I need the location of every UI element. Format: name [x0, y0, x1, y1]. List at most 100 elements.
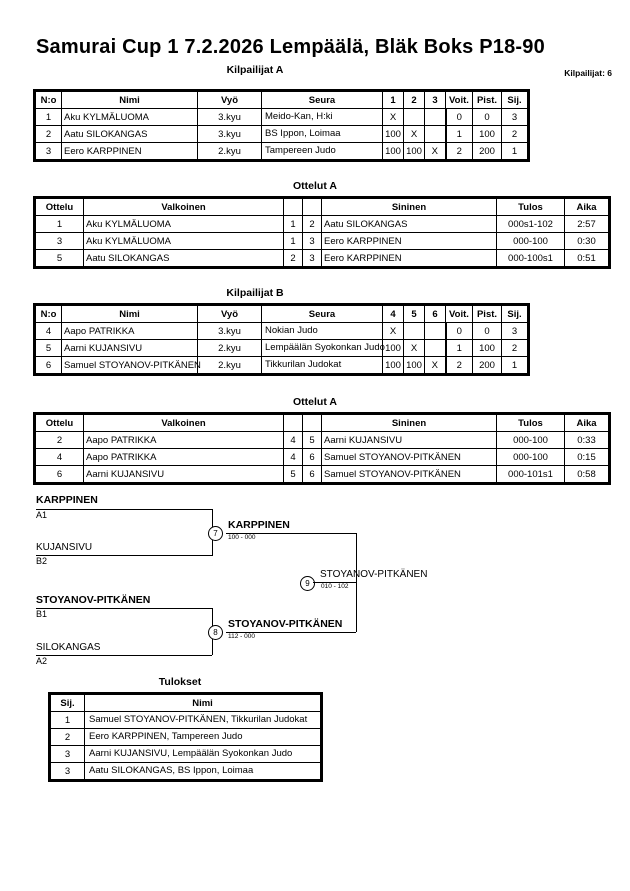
cell-white: Aapo PATRIKKA [83, 448, 284, 466]
col-header-m2: 2 [403, 91, 425, 109]
table-row: 6 Aarni KUJANSIVU 5 6 Samuel STOYANOV-PI… [35, 465, 609, 483]
cell-sij: 3 [50, 762, 85, 780]
cell-aika: 0:33 [564, 431, 609, 449]
cell-white: Aapo PATRIKKA [83, 431, 284, 449]
col-header-sininen: Sininen [321, 198, 497, 216]
col-header-no: N:o [35, 91, 62, 109]
bracket-entry-name-2: KUJANSIVU [36, 542, 93, 553]
cell-vyo: 2.kyu [197, 339, 262, 357]
cell-pist: 200 [472, 356, 502, 374]
col-header-seura: Seura [261, 305, 383, 323]
bracket-connector-match-9 [356, 533, 357, 632]
col-header-ottelu: Ottelu [35, 198, 84, 216]
pool-a-table: N:o Nimi Vyö Seura 1 2 3 Voit. Pist. Sij… [35, 91, 528, 160]
cell-tulos: 000-100 [496, 232, 565, 250]
cell-white-no: 4 [283, 431, 303, 449]
col-header-valkoinen: Valkoinen [83, 414, 284, 432]
cell-ottelu: 1 [35, 215, 84, 233]
cell-m5 [403, 322, 425, 340]
cell-seura: Meido-Kan, H:ki [261, 108, 383, 126]
cell-tulos: 000-100 [496, 448, 565, 466]
table-row: 3 Aku KYLMÄLUOMA 1 3 Eero KARPPINEN 000-… [35, 232, 609, 250]
cell-voit: 1 [444, 339, 473, 357]
cell-voit: 2 [444, 142, 473, 160]
cell-no: 2 [35, 125, 62, 143]
cell-white-no: 5 [283, 465, 303, 483]
bracket-match-node-9: 9 [300, 576, 315, 591]
table-row: 2 Aatu SILOKANGAS 3.kyu BS Ippon, Loimaa… [35, 125, 528, 143]
bracket-entry-seed-4: A2 [36, 656, 48, 666]
cell-blue: Aatu SILOKANGAS [321, 215, 497, 233]
table-header-row: N:o Nimi Vyö Seura 1 2 3 Voit. Pist. Sij… [35, 91, 528, 109]
bracket-entry-seed-3: B1 [36, 609, 48, 619]
bracket-match-winner-8: STOYANOV-PITKÄNEN [228, 618, 343, 630]
cell-no: 4 [35, 322, 62, 340]
cell-nimi: Samuel STOYANOV-PITKÄNEN, Tikkurilan Jud… [84, 711, 321, 729]
pool-b-table-container: N:o Nimi Vyö Seura 4 5 6 Voit. Pist. Sij… [33, 303, 530, 376]
bracket-line-entry-1 [36, 509, 212, 510]
pool-b-table: N:o Nimi Vyö Seura 4 5 6 Voit. Pist. Sij… [35, 305, 528, 374]
cell-nimi: Eero KARPPINEN [61, 142, 198, 160]
cell-sij: 3 [501, 108, 528, 126]
pool-a-table-container: N:o Nimi Vyö Seura 1 2 3 Voit. Pist. Sij… [33, 89, 530, 162]
bracket-line-entry-3 [36, 608, 212, 609]
table-header-row: N:o Nimi Vyö Seura 4 5 6 Voit. Pist. Sij… [35, 305, 528, 323]
cell-nimi: Aatu SILOKANGAS [61, 125, 198, 143]
cell-white: Aarni KUJANSIVU [83, 465, 284, 483]
bouts-b-table: Ottelu Valkoinen Sininen Tulos Aika 2 Aa… [35, 414, 609, 483]
cell-aika: 0:15 [564, 448, 609, 466]
cell-m2: X [403, 125, 425, 143]
cell-aika: 0:51 [564, 249, 609, 267]
bouts-a-title: Ottelut A [293, 180, 337, 192]
cell-blue-no: 6 [302, 448, 322, 466]
cell-no: 3 [35, 142, 62, 160]
col-header-tulos: Tulos [496, 414, 565, 432]
cell-m2: 100 [403, 142, 425, 160]
cell-voit: 0 [444, 322, 473, 340]
cell-sij: 3 [501, 322, 528, 340]
cell-m5: 100 [403, 356, 425, 374]
cell-vyo: 3.kyu [197, 125, 262, 143]
results-table-container: Sij. Nimi 1 Samuel STOYANOV-PITKÄNEN, Ti… [48, 692, 323, 782]
table-row: 2 Aapo PATRIKKA 4 5 Aarni KUJANSIVU 000-… [35, 431, 609, 449]
cell-blue: Aarni KUJANSIVU [321, 431, 497, 449]
cell-nimi: Samuel STOYANOV-PITKÄNEN [61, 356, 201, 374]
bracket-match-node-8: 8 [208, 625, 223, 640]
table-row: 1 Aku KYLMÄLUOMA 3.kyu Meido-Kan, H:ki X… [35, 108, 528, 126]
bracket-entry-name-1: KARPPINEN [36, 494, 98, 506]
table-row: 5 Aarni KUJANSIVU 2.kyu Lempäälän Syokon… [35, 339, 528, 357]
cell-tulos: 000-100s1 [496, 249, 565, 267]
cell-blue-no: 5 [302, 431, 322, 449]
elimination-bracket: KARPPINEN A1 KUJANSIVU B2 7 KARPPINEN 10… [0, 495, 630, 670]
col-header-m3: 3 [424, 91, 446, 109]
col-header-nimi: Nimi [61, 91, 198, 109]
bracket-match-winner-9: STOYANOV-PITKÄNEN [320, 569, 428, 580]
cell-seura: Lempäälän Syokonkan Judo [261, 339, 385, 357]
table-header-row: Sij. Nimi [50, 694, 321, 712]
bracket-match-score-8: 112 - 000 [228, 633, 255, 640]
col-header-m6: 6 [424, 305, 446, 323]
cell-nimi: Aapo PATRIKKA [61, 322, 198, 340]
pool-a-title: Kilpailijat A [226, 64, 284, 76]
cell-voit: 1 [444, 125, 473, 143]
cell-m1: X [382, 108, 404, 126]
cell-m3 [424, 108, 446, 126]
cell-pist: 200 [472, 142, 502, 160]
col-header-white-no [283, 198, 303, 216]
bouts-b-table-container: Ottelu Valkoinen Sininen Tulos Aika 2 Aa… [33, 412, 611, 485]
pool-b-title: Kilpailijat B [226, 287, 284, 299]
cell-ottelu: 4 [35, 448, 84, 466]
cell-white-no: 2 [283, 249, 303, 267]
cell-blue-no: 6 [302, 465, 322, 483]
table-row: 1 Samuel STOYANOV-PITKÄNEN, Tikkurilan J… [50, 711, 321, 729]
cell-m4: 100 [382, 339, 404, 357]
cell-white: Aatu SILOKANGAS [83, 249, 284, 267]
cell-white-no: 1 [283, 215, 303, 233]
cell-sij: 2 [50, 728, 85, 746]
cell-pist: 0 [472, 322, 502, 340]
cell-ottelu: 3 [35, 232, 84, 250]
cell-aika: 0:58 [564, 465, 609, 483]
cell-m6 [424, 322, 446, 340]
cell-tulos: 000s1-102 [496, 215, 565, 233]
